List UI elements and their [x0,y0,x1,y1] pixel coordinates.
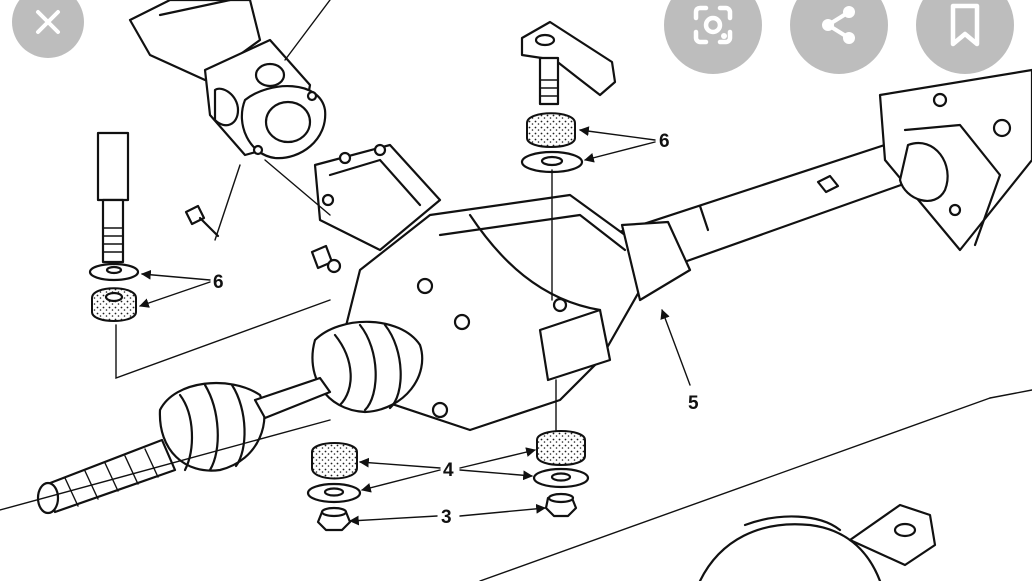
mount-stud-left [88,131,140,322]
share-icon [816,2,862,48]
callout-4: 4 [443,460,454,481]
left-drive-shaft [36,320,424,515]
alignment-lines [0,159,1032,581]
mount-bracket-right [520,20,617,174]
callout-5: 5 [688,393,699,414]
callout-6-left: 6 [213,272,224,293]
backing-plate [698,503,937,581]
callout-6-right: 6 [659,131,670,152]
prop-shaft-yoke [128,0,327,160]
small-bolts [184,174,840,274]
close-icon [33,7,63,37]
google-lens-icon [690,2,736,48]
mount-bushings-bottom [306,430,590,532]
leader-arrows [139,0,691,526]
axle-tube-right [608,68,1032,284]
callout-3: 3 [441,507,452,528]
close-button[interactable] [12,0,84,58]
bookmark-icon [947,2,983,48]
